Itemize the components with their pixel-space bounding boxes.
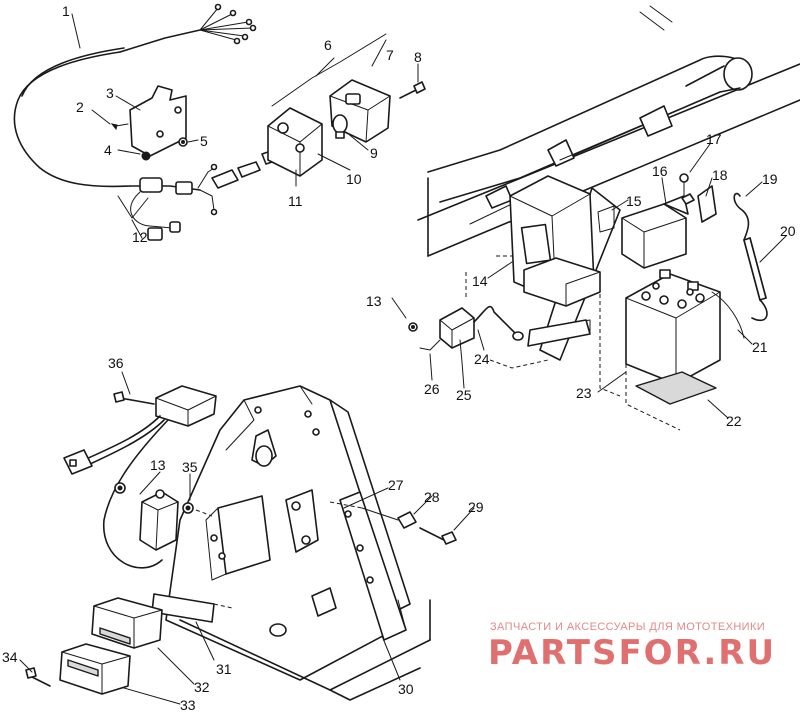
screws-28-29: [329, 501, 457, 545]
frame-tubes: [417, 5, 800, 361]
part-label-25: 25: [456, 387, 472, 403]
part-label-31: 31: [216, 661, 232, 677]
part-label-11: 11: [288, 193, 303, 209]
part-label-1: 1: [62, 3, 70, 19]
part-label-18: 18: [712, 167, 728, 183]
ignition-coil: [114, 482, 213, 551]
part-label-23: 23: [576, 385, 592, 401]
part-label-6: 6: [324, 37, 332, 53]
battery-pad: [597, 195, 689, 269]
part-number-labels: 1 2 3 4 5 6 7 8 9 10 11 12 13 14 15 16 1…: [2, 3, 796, 712]
part-label-15: 15: [626, 193, 642, 209]
battery: [599, 269, 745, 431]
watermark: ЗАПЧАСТИ И АКСЕССУАРЫ ДЛЯ МОТОТЕХНИКИ PA…: [488, 621, 776, 673]
part-label-20: 20: [780, 223, 796, 239]
relay: [408, 272, 549, 369]
part-label-5: 5: [200, 133, 208, 149]
fuse-block: [25, 593, 233, 695]
leader-lines: [19, 13, 787, 705]
watermark-tagline: ЗАПЧАСТИ И АКСЕССУАРЫ ДЛЯ МОТОТЕХНИКИ: [490, 621, 765, 633]
part-label-17: 17: [706, 131, 722, 147]
part-label-2: 2: [76, 99, 84, 115]
part-label-29: 29: [468, 499, 484, 515]
part-label-7: 7: [386, 47, 394, 63]
part-label-21: 21: [752, 339, 768, 355]
part-label-19: 19: [762, 171, 778, 187]
part-label-30: 30: [398, 681, 414, 697]
part-label-36: 36: [108, 355, 124, 371]
part-label-9: 9: [370, 145, 378, 161]
part-label-33: 33: [180, 697, 196, 712]
part-label-16: 16: [652, 163, 668, 179]
part-label-13: 13: [366, 293, 382, 309]
part-label-24: 24: [474, 351, 490, 367]
taillight-assembly: [267, 33, 426, 177]
part-label-3: 3: [106, 85, 114, 101]
part-label-27: 27: [388, 477, 404, 493]
bulkhead-bracket: [165, 385, 431, 701]
mounting-plate: [110, 85, 188, 161]
part-label-13-lower: 13: [150, 457, 166, 473]
part-label-34: 34: [2, 649, 18, 665]
part-label-8: 8: [414, 49, 422, 65]
battery-box-mount: [496, 175, 601, 307]
part-label-22: 22: [726, 413, 742, 429]
part-label-10: 10: [346, 171, 362, 187]
part-label-28: 28: [424, 489, 440, 505]
part-label-4: 4: [104, 142, 112, 158]
regulator: [63, 385, 217, 569]
watermark-brand: PARTSFOR.RU: [488, 633, 776, 673]
battery-hardware: [679, 173, 768, 322]
part-label-12: 12: [132, 229, 148, 245]
part-label-35: 35: [182, 459, 198, 475]
part-label-14: 14: [472, 273, 488, 289]
part-label-26: 26: [424, 381, 440, 397]
wiring-harness: [13, 3, 257, 241]
part-label-32: 32: [194, 679, 210, 695]
